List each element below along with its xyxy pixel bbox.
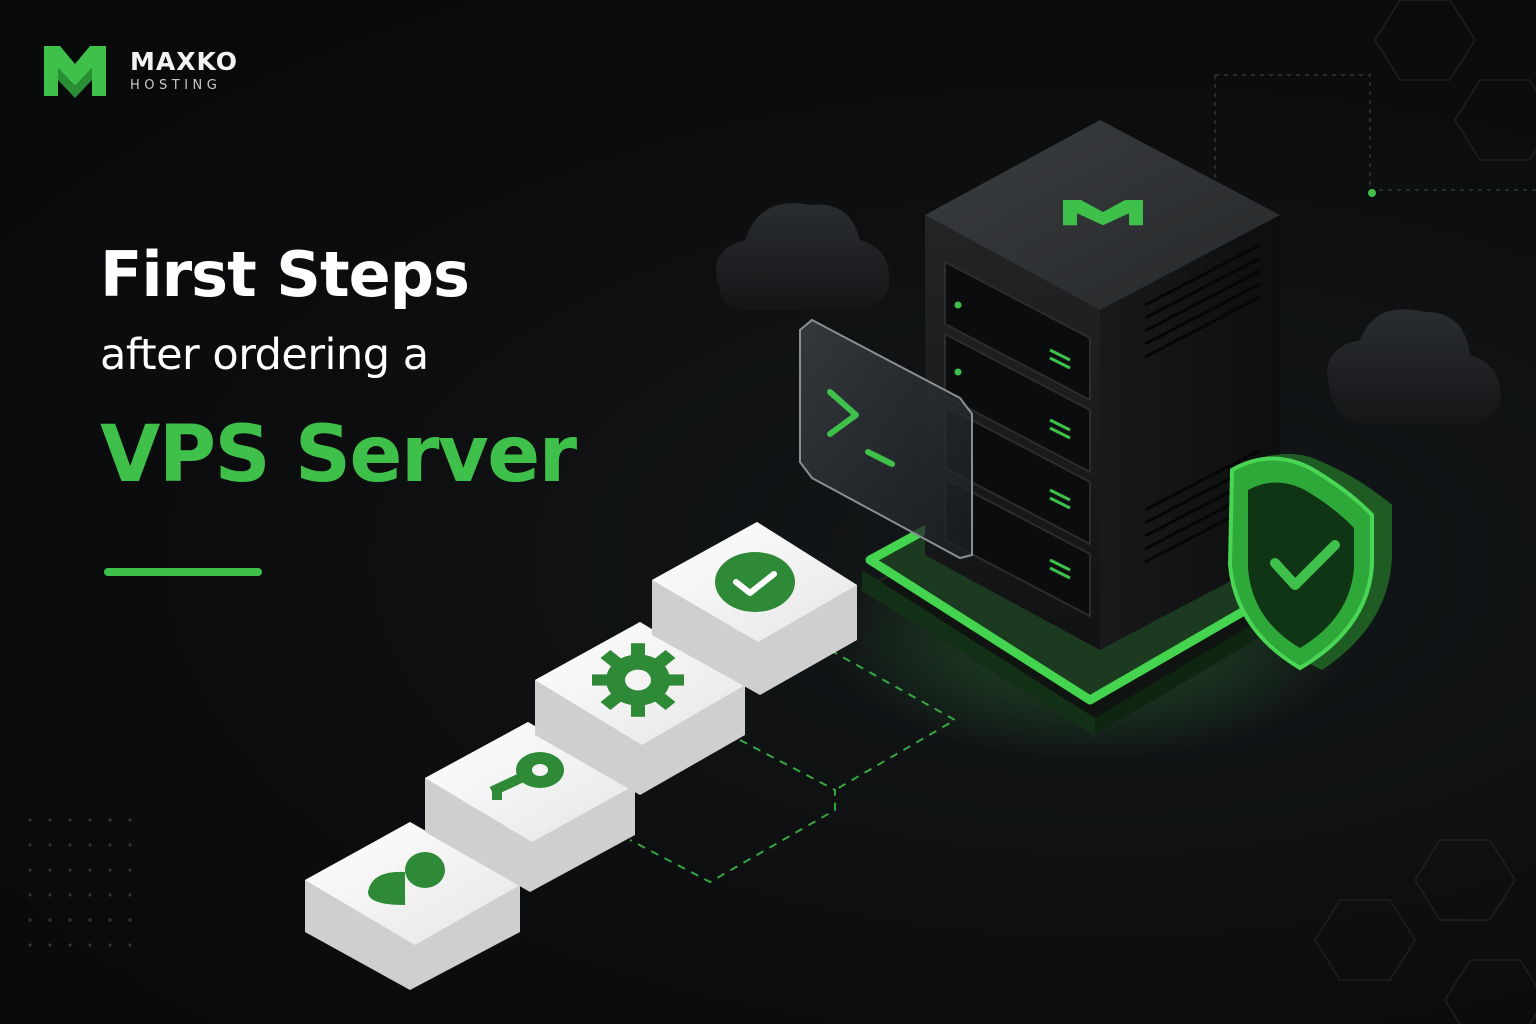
server-tower-icon [925, 120, 1280, 650]
brand: MAXKO HOSTING [40, 40, 238, 102]
drive-bay [944, 332, 1091, 474]
terminal-icon [799, 318, 973, 560]
maxko-logo-icon [1063, 200, 1143, 226]
gear-icon [592, 643, 684, 717]
headline-title: First Steps [100, 238, 470, 311]
circuit-lines [1214, 74, 1536, 200]
step-key-user [305, 822, 520, 990]
shield-check-icon [1227, 453, 1392, 671]
check-circle-icon [715, 552, 795, 612]
step-connector-lines [629, 649, 958, 884]
cloud-icon [715, 203, 890, 310]
step-key-check [652, 522, 857, 695]
step-key-key [425, 722, 635, 892]
maxko-logo-icon [44, 46, 106, 98]
cloud-icon [1327, 309, 1501, 425]
brand-name: MAXKO [130, 47, 239, 76]
brand-text: MAXKO HOSTING [130, 49, 238, 93]
headline-highlight: VPS Server [100, 410, 577, 500]
drive-bay [944, 260, 1091, 402]
headline-underline [104, 568, 262, 576]
step-key-gear [535, 622, 745, 795]
headline-subtitle: after ordering a [100, 330, 429, 380]
user-icon [368, 852, 445, 905]
hex-grid-decoration [1314, 0, 1536, 1024]
brand-subtitle: HOSTING [130, 78, 222, 93]
circuit-node [1368, 189, 1376, 197]
dot-grid-decoration [28, 818, 132, 947]
